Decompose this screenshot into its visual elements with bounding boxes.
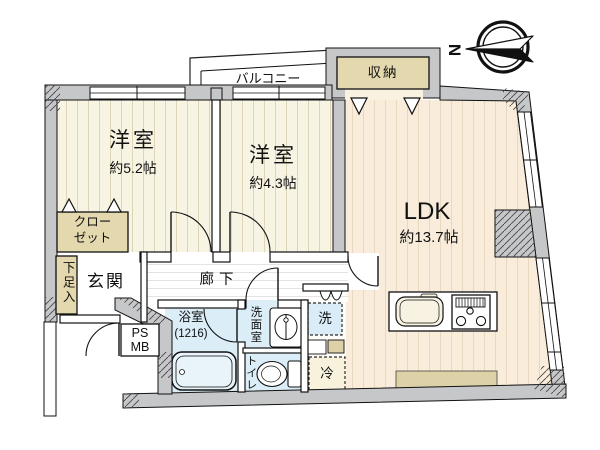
ps-mb-box: [120, 323, 160, 357]
storage-label: 収納: [367, 65, 399, 80]
bedroom2-label: 洋室: [249, 144, 297, 167]
refrigerator-space: [308, 356, 346, 391]
vanity-sink: [269, 307, 303, 348]
bathroom-size: (1216): [174, 328, 208, 340]
windows: [89, 86, 564, 371]
shoe-cabinet-box: [55, 255, 78, 315]
hanger-mark-icon: [60, 197, 78, 213]
left-wall: [44, 84, 58, 323]
bedroom1-label: 洋室: [109, 129, 157, 152]
entrance-door: [85, 322, 120, 357]
ldk-door: [347, 255, 379, 287]
ldk-window-upper: [516, 111, 543, 208]
balcony-label: バルコニー: [235, 71, 301, 86]
closet-label: クローゼット: [73, 215, 112, 245]
counter-box-white: [307, 339, 327, 355]
kitchen-sink: [395, 296, 444, 327]
closet-cabinet: [56, 211, 129, 253]
stove: [451, 294, 491, 330]
bathroom-door: [203, 308, 238, 343]
bedroom-divider-wall: [211, 99, 221, 253]
shoe-cabinet-label: 下足入: [60, 261, 75, 305]
kitchen-counter: [388, 291, 498, 332]
entrance-threshold: [59, 314, 121, 324]
toilet-label: トイレ: [244, 355, 257, 391]
toilet: [256, 360, 302, 388]
bedroom2-window: [232, 86, 326, 100]
entrance-label: 玄関: [87, 272, 125, 291]
washroom-door: [245, 267, 279, 301]
hanger-mark-icon: [105, 197, 123, 213]
washer-space: [307, 302, 343, 336]
ldk-size: 約13.7帖: [399, 229, 459, 246]
compass-north-label: N: [445, 43, 465, 57]
washer-label: 洗: [318, 311, 332, 326]
compass-icon: [465, 20, 534, 74]
outside-corridor-edge: [43, 321, 57, 417]
bedroom1-size: 約5.2帖: [109, 160, 157, 176]
counter-box-tan: [327, 339, 345, 354]
storage-cabinet: [336, 56, 430, 90]
wall-hatching: [45, 85, 566, 407]
bedroom2-door: [229, 211, 271, 253]
fixtures: [171, 290, 498, 392]
hanger-mark-icon: [403, 97, 421, 116]
bathroom-label: 浴室: [178, 310, 204, 324]
floors: [57, 89, 553, 392]
bedroom2-ldk-wall: [332, 99, 346, 256]
doors: [85, 211, 379, 357]
cabinets: [55, 56, 430, 315]
bifold-door: [319, 290, 343, 301]
bedroom2-floor: [219, 100, 333, 252]
hallway-label: 廊下: [199, 272, 239, 288]
bedroom2-size: 約4.3帖: [249, 175, 297, 191]
refrigerator-label: 冷: [320, 366, 334, 381]
bedroom1-door: [170, 211, 212, 253]
washroom-label: 洗面室: [249, 306, 262, 344]
ldk-window-lower: [535, 257, 564, 371]
bedroom1-window: [89, 86, 186, 100]
bathtub: [171, 351, 237, 391]
ldk-label: LDK: [403, 198, 451, 225]
hanger-mark-icon: [350, 97, 368, 116]
hallway-floor: [140, 262, 348, 302]
